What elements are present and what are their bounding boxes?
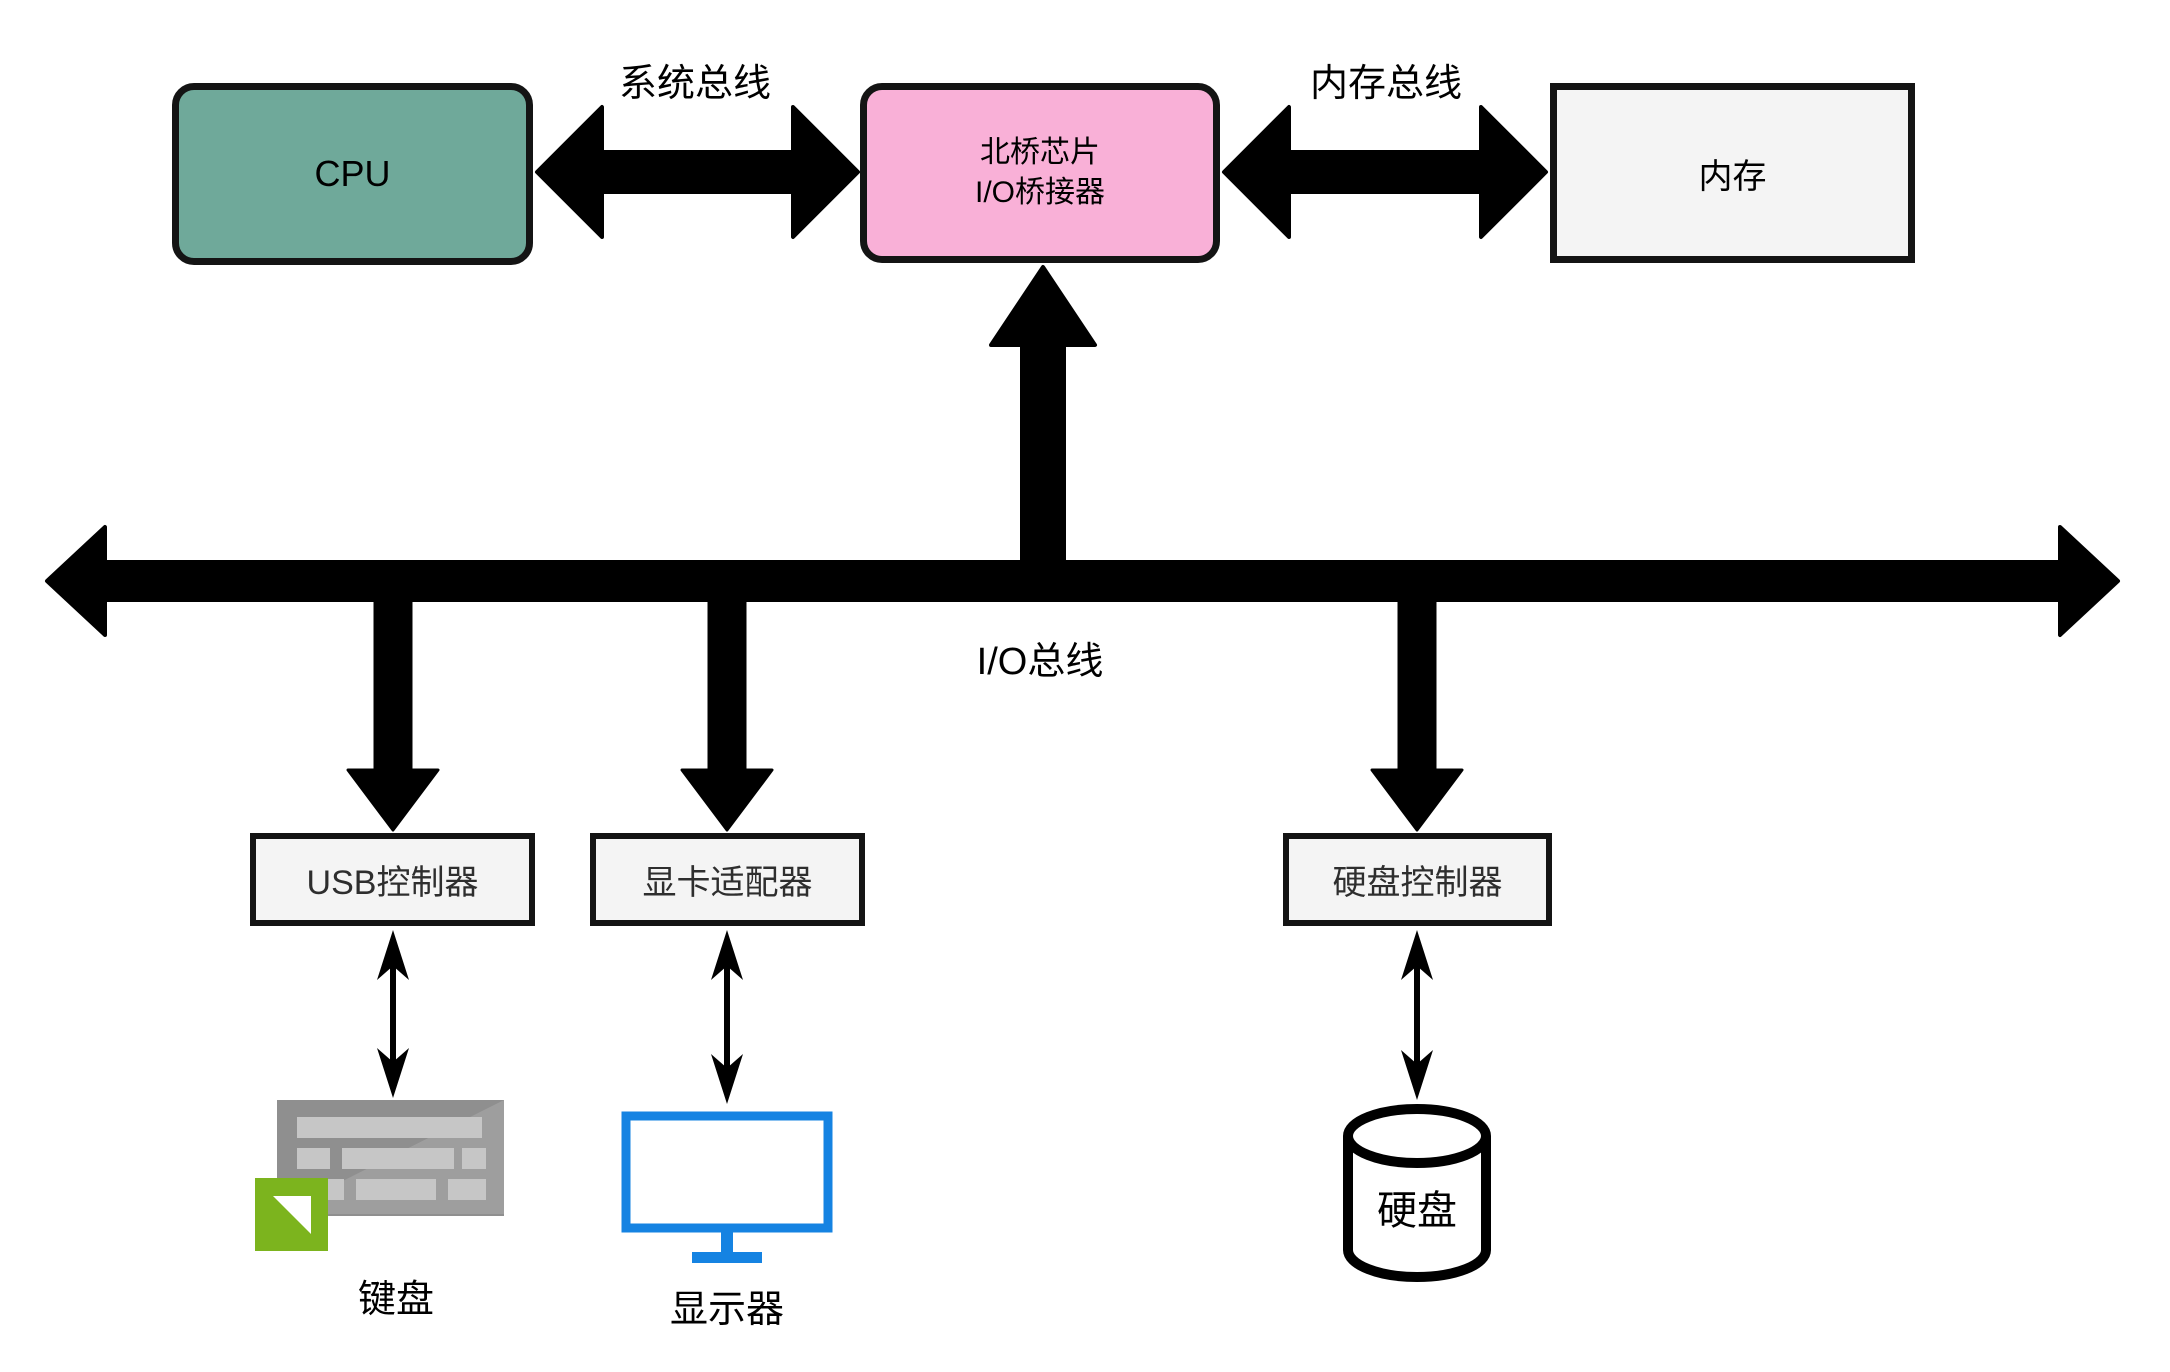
hard-disk-icon — [1343, 1104, 1491, 1282]
node-disk-controller: 硬盘控制器 — [1283, 833, 1552, 926]
node-northbridge: 北桥芯片 I/O桥接器 — [860, 83, 1220, 263]
system-bus-label: 系统总线 — [618, 63, 772, 105]
disk-controller-label: 硬盘控制器 — [1332, 864, 1503, 902]
hard-disk-label: 硬盘 — [1377, 1189, 1457, 1233]
memory-bus-label: 内存总线 — [1309, 63, 1463, 105]
keyboard-label: 键盘 — [357, 1279, 435, 1321]
memory-bus-arrow — [1222, 105, 1548, 239]
bus-to-graphics-arrow — [680, 596, 774, 832]
bus-to-disk-arrow — [1370, 596, 1464, 832]
node-usb-controller: USB控制器 — [250, 833, 535, 926]
node-cpu: CPU — [172, 83, 533, 265]
system-bus-arrow — [535, 105, 860, 239]
io-bus-line — [45, 525, 2120, 637]
keyboard-icon — [255, 1100, 504, 1251]
monitor-icon — [621, 1111, 833, 1263]
node-cpu-label: CPU — [314, 153, 391, 194]
node-memory-label: 内存 — [1698, 157, 1767, 196]
usb-keyboard-link — [377, 930, 409, 1098]
io-bus-label: I/O总线 — [976, 641, 1104, 683]
node-graphics-adapter: 显卡适配器 — [590, 833, 865, 926]
io-to-northbridge-arrow — [989, 265, 1097, 602]
bus-to-usb-arrow — [346, 596, 440, 832]
usb-controller-label: USB控制器 — [306, 864, 479, 902]
node-memory: 内存 — [1550, 83, 1915, 263]
monitor-label: 显示器 — [669, 1289, 785, 1331]
graphics-monitor-link — [711, 930, 743, 1104]
graphics-adapter-label: 显卡适配器 — [642, 864, 813, 902]
node-northbridge-label: 北桥芯片 I/O桥接器 — [974, 135, 1105, 210]
disk-controller-disk-link — [1401, 930, 1433, 1100]
